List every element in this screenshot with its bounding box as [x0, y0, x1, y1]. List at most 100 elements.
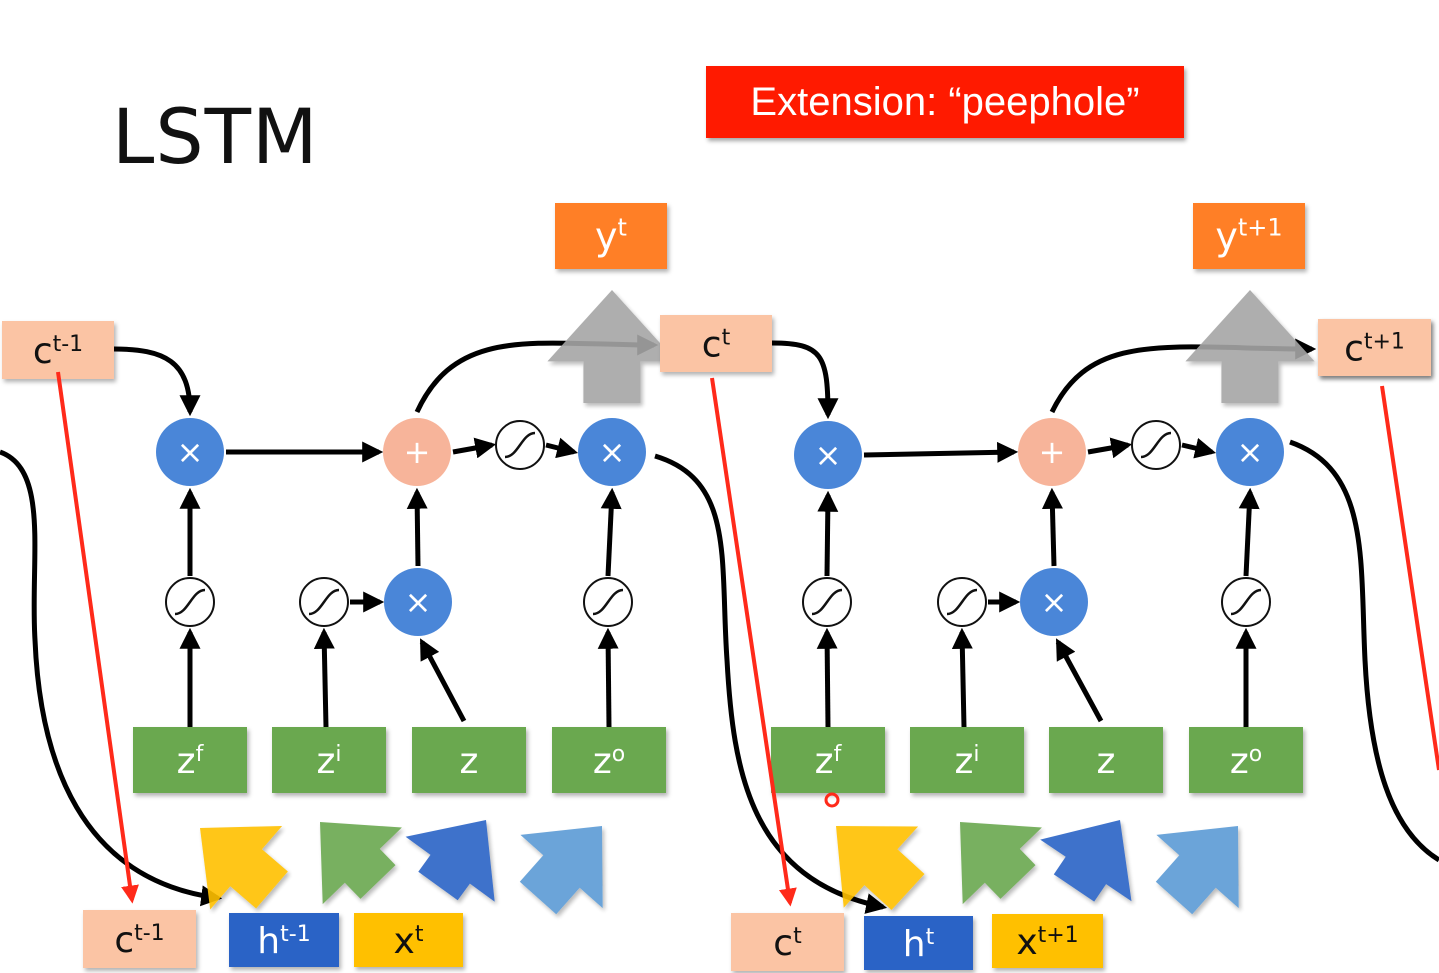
- cell-2-y-box: yt+1: [1193, 203, 1305, 269]
- cell-2-input-c-box-text: c: [773, 923, 793, 964]
- cell-1-forget-multiply-node: ×: [156, 418, 224, 486]
- svg-text:zf: zf: [815, 741, 843, 782]
- cell-2-gate-zo-box-text: z: [1230, 741, 1249, 782]
- cell-1-sig-o-to-output-arrow: [600, 487, 622, 577]
- cell-1-output-multiply-node: ×: [578, 418, 646, 486]
- cell-next-c-box: ct+1: [1318, 319, 1431, 376]
- svg-text:ht: ht: [903, 924, 935, 965]
- cell-1-gate-zi-box-superscript: i: [335, 741, 341, 766]
- cell-2-input-x-box-text: x: [1016, 922, 1037, 963]
- cell-2-input-multiply-node: ×: [1020, 568, 1088, 636]
- cell-1-gate-zo-box-text: z: [593, 741, 612, 782]
- svg-text:ct-1: ct-1: [114, 920, 164, 961]
- cell-1-input-c-box-superscript: t-1: [134, 920, 165, 945]
- cell-1-c-in-box-superscript: t-1: [53, 331, 84, 356]
- cell-1-gate-z-box: z: [412, 727, 526, 793]
- svg-text:zo: zo: [593, 741, 625, 782]
- svg-text:z: z: [1097, 741, 1116, 782]
- cell-2-zf-to-sigmoid-arrow: [816, 627, 838, 728]
- cell-2-z-to-input-mult-arrow: [1055, 638, 1104, 723]
- svg-text:xt+1: xt+1: [1016, 922, 1078, 963]
- cell-1-cin-to-forget-arrow: [113, 346, 201, 417]
- cell-2-input-to-zf-arrow: [836, 826, 925, 910]
- cell-1-sigmoid-forget-node: [165, 577, 215, 627]
- cell-2-add-node-symbol: +: [1039, 433, 1066, 471]
- svg-text:ct+1: ct+1: [1344, 328, 1405, 369]
- cell-1-y-box-superscript: t: [618, 214, 627, 242]
- cell-1-input-x-box-superscript: t: [415, 921, 424, 946]
- cell-1-add-to-sigmoid-arrow: [452, 437, 497, 459]
- cell-1-gate-zo-box-superscript: o: [612, 741, 625, 766]
- cell-2-gate-zf-box-superscript: f: [834, 741, 843, 766]
- cell-1-input-h-box: ht-1: [229, 913, 339, 967]
- cell-1-input-x-box: xt: [354, 913, 463, 967]
- cell-1-input-h-box-superscript: t-1: [280, 921, 311, 946]
- cell-2-y-box-superscript: t+1: [1238, 214, 1283, 242]
- svg-text:yt+1: yt+1: [1215, 214, 1282, 259]
- cell-1-input-h-box-text: h: [257, 921, 280, 962]
- svg-text:xt: xt: [394, 921, 424, 962]
- cell-1-c-out-box-text: c: [702, 324, 722, 365]
- cell-2-sigmoid-to-output-arrow: [1181, 437, 1217, 459]
- cell-1-input-multiply-node: ×: [384, 568, 452, 636]
- cell-2-sig-o-to-output-arrow: [1238, 487, 1260, 577]
- cell-2-input-to-z-arrow: [1040, 820, 1132, 902]
- svg-text:ct: ct: [702, 324, 731, 365]
- cell-1-y-box: yt: [555, 203, 667, 269]
- slide-title: LSTM: [112, 92, 319, 181]
- cell-1-gate-zi-box: zi: [272, 727, 386, 793]
- cell-1-z-to-input-mult-arrow: [419, 638, 467, 723]
- h-flow-curve-1: [654, 453, 888, 914]
- svg-text:ct: ct: [773, 923, 802, 964]
- cell-1-gate-zf-box: zf: [133, 727, 247, 793]
- h-flow-curve-2: [1289, 439, 1439, 863]
- cell-1-c-out-box: ct: [660, 315, 772, 372]
- cell-1-sigmoid-to-output-arrow: [545, 437, 579, 459]
- cell-2-input-x-box-superscript: t+1: [1038, 922, 1079, 947]
- cell-1-add-node-symbol: +: [404, 433, 431, 471]
- cell-1-gate-zo-box: zo: [552, 727, 666, 793]
- cell-1-zi-to-sigmoid-arrow: [313, 627, 335, 728]
- cell-2-input-to-zo-arrow: [1155, 826, 1239, 915]
- cell-1-input-multiply-node-symbol: ×: [405, 583, 432, 621]
- cell-2-input-mult-to-add-arrow: [1041, 487, 1063, 567]
- svg-text:yt: yt: [595, 214, 627, 259]
- cell-2-sigmoid-forget-node: [802, 577, 852, 627]
- cell-next-peephole-arrow: [1380, 385, 1439, 771]
- cell-2-gate-zo-box-superscript: o: [1249, 741, 1262, 766]
- svg-text:zf: zf: [177, 741, 205, 782]
- cell-2-input-c-box-superscript: t: [793, 923, 802, 948]
- cell-2-y-box-text: y: [1215, 215, 1238, 259]
- cell-1-c-in-box-text: c: [33, 331, 53, 372]
- cursor-marker-icon: [824, 792, 840, 808]
- cell-2-gate-z-box-text: z: [1097, 741, 1116, 782]
- cell-2-output-multiply-node-symbol: ×: [1237, 433, 1264, 471]
- cell-1-c-out-box-superscript: t: [722, 325, 731, 350]
- cell-next-c-box-superscript: t+1: [1364, 329, 1405, 354]
- svg-text:z: z: [460, 741, 479, 782]
- cell-2-input-c-box: ct: [731, 913, 844, 971]
- cell-1-add-node: +: [383, 418, 451, 486]
- cell-2-input-x-box: xt+1: [992, 914, 1103, 968]
- cell-1-input-to-zf-arrow: [200, 826, 288, 910]
- cell-1-peephole-arrow: [56, 371, 139, 904]
- cell-2-peephole-arrow: [710, 377, 797, 907]
- cell-1-input-to-zo-arrow: [519, 826, 603, 915]
- cell-2-input-h-box-superscript: t: [926, 924, 935, 949]
- cell-2-sigmoid-cell-node: [1131, 420, 1181, 470]
- cell-2-output-multiply-node: ×: [1216, 418, 1284, 486]
- cell-2-add-node: +: [1018, 418, 1086, 486]
- peephole-banner: Extension: “peephole”: [706, 66, 1184, 138]
- cell-1-sigmoid-input-node: [299, 577, 349, 627]
- cell-2-sigmoid-output-node: [1221, 577, 1271, 627]
- cell-2-input-to-zi-arrow: [960, 822, 1042, 905]
- cell-1-c-in-box: ct-1: [2, 321, 114, 379]
- svg-text:zo: zo: [1230, 741, 1262, 782]
- cell-2-gate-zi-box-text: z: [954, 741, 973, 782]
- cell-1-input-c-box: ct-1: [83, 910, 196, 968]
- cell-1-output-multiply-node-symbol: ×: [599, 433, 626, 471]
- cell-2-forget-to-add-arrow: [863, 441, 1019, 463]
- cell-1-output-arrow: [547, 290, 677, 403]
